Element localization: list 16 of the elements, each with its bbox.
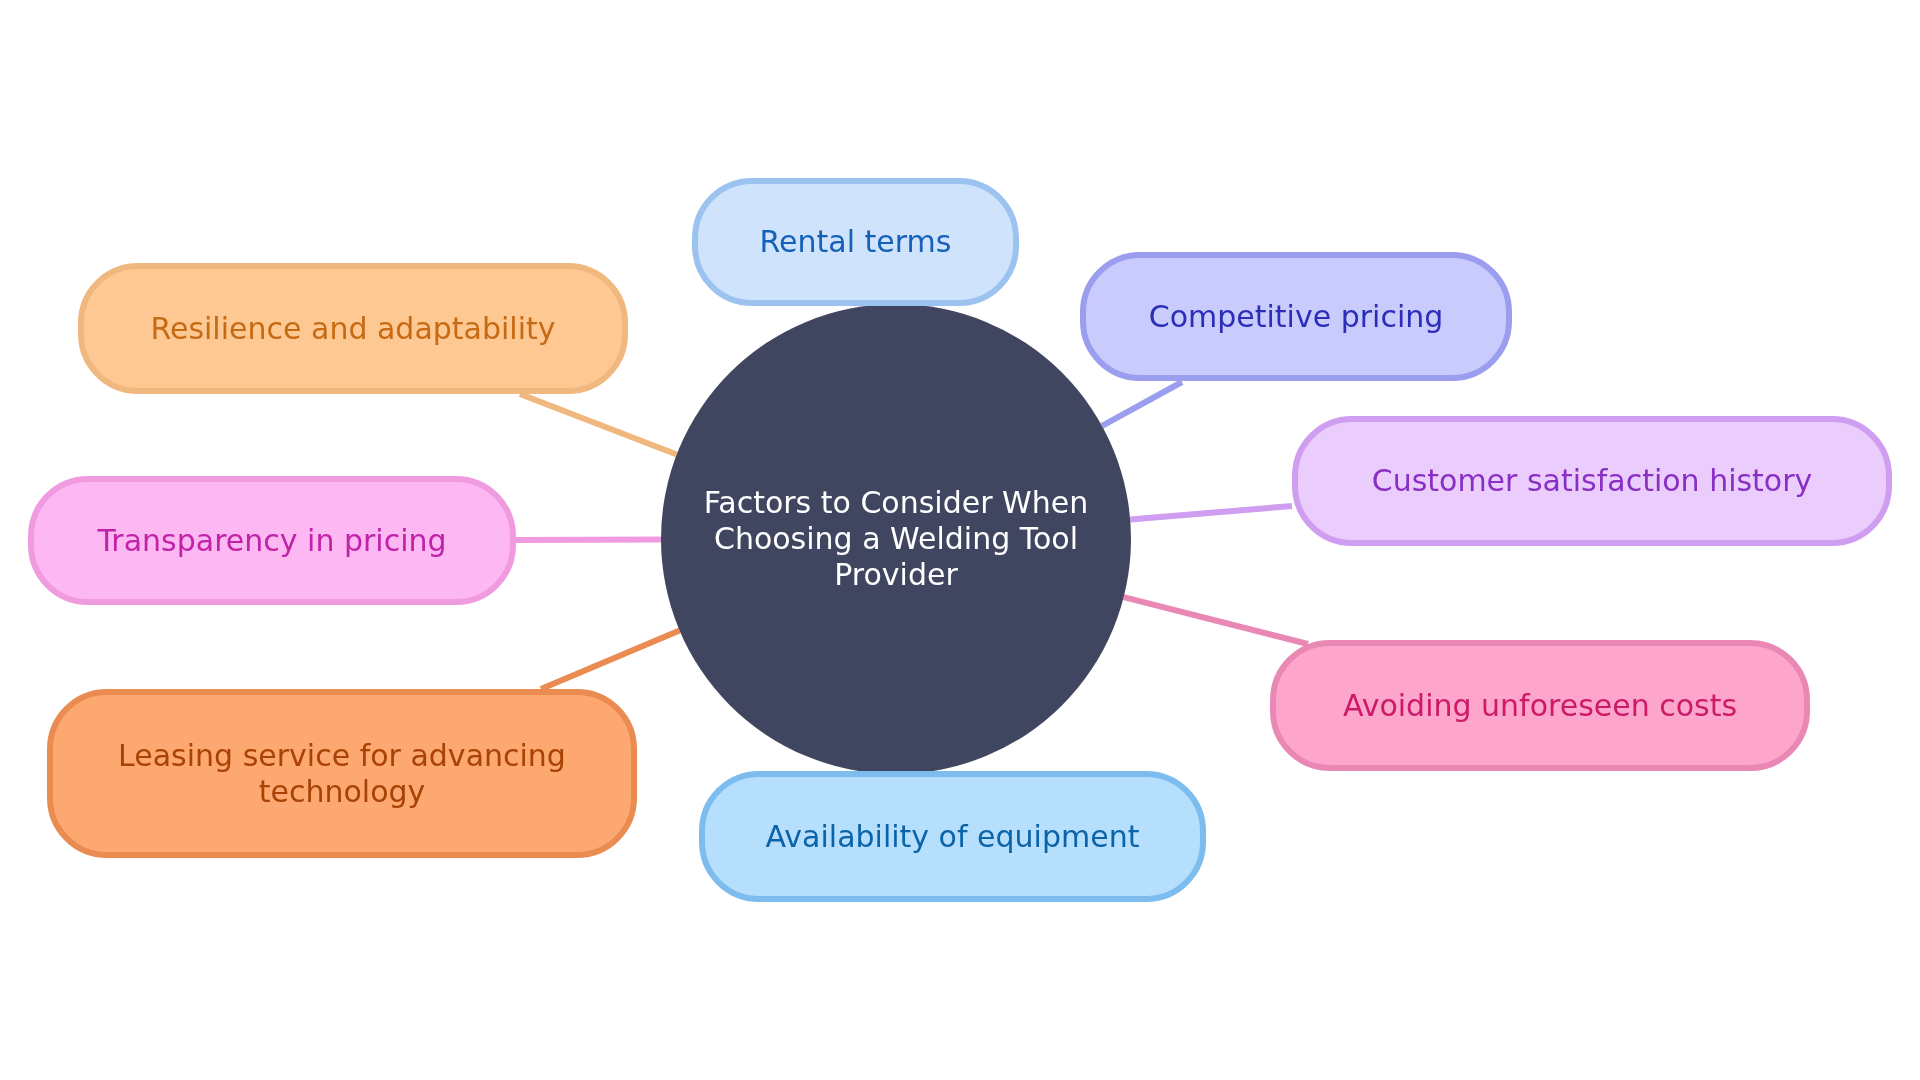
node-label: Rental terms: [758, 224, 953, 260]
node-label: Competitive pricing: [1147, 298, 1445, 335]
topic-pill: [47, 689, 637, 858]
connector-line: [516, 536, 661, 543]
node-label: Leasing service for advancing technology: [117, 737, 567, 810]
connector-line: [1100, 379, 1184, 429]
connector-line: [539, 627, 681, 692]
connector-line: [1123, 594, 1309, 647]
connector-line: [518, 391, 678, 458]
node-label: Resilience and adaptability: [149, 310, 557, 347]
node-label: Factors to Consider When Choosing a Welding Tool Provider: [702, 485, 1090, 593]
node-label: Transparency in pricing: [96, 522, 448, 559]
node-label: Availability of equipment: [764, 818, 1141, 855]
node-label: Customer satisfaction history: [1370, 463, 1814, 499]
node-label: Avoiding unforeseen costs: [1341, 687, 1739, 724]
connector-line: [1129, 503, 1293, 523]
